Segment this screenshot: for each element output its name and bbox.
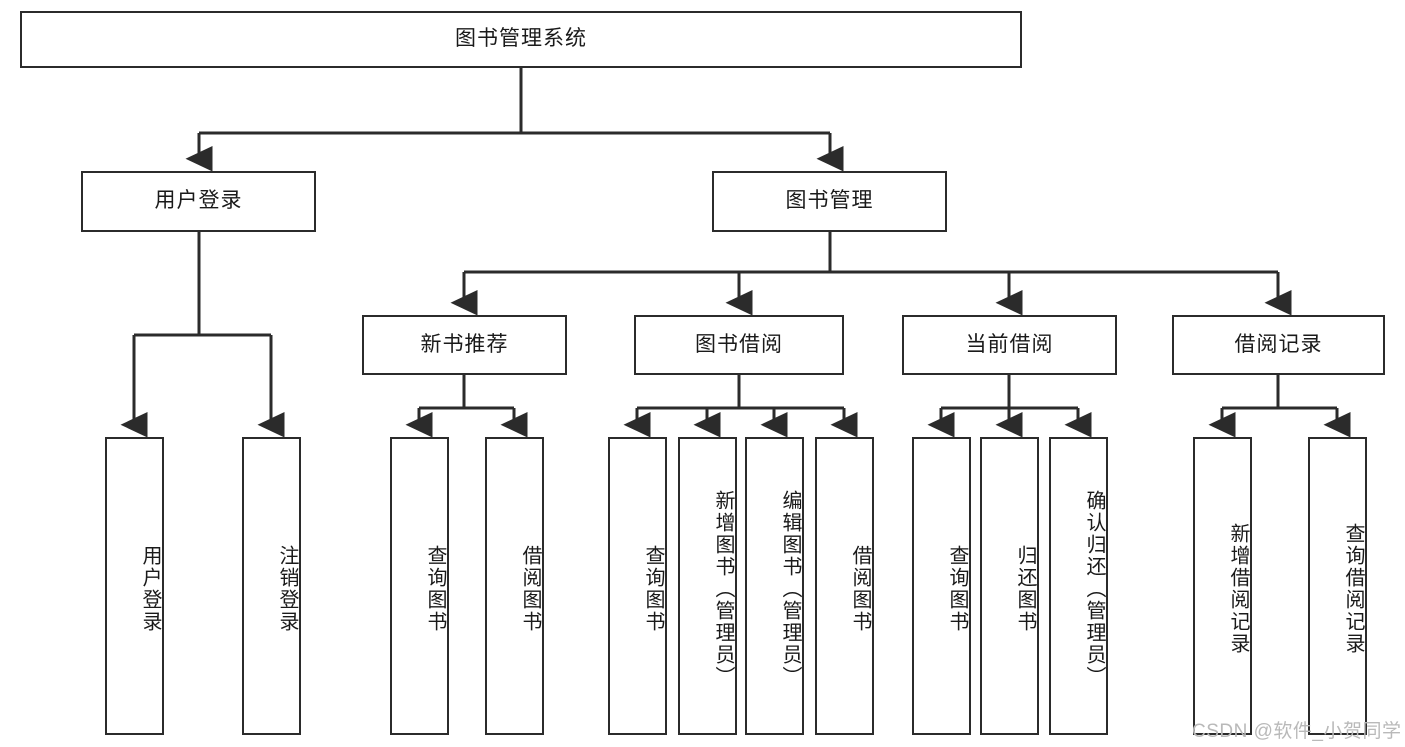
node-label: 查询借阅记录 (1342, 523, 1364, 655)
leaf-borrow-record-query[interactable]: 查询借阅记录 (1308, 437, 1367, 735)
leaf-book-borrow-borrow[interactable]: 借阅图书 (815, 437, 874, 735)
node-label: 查询图书 (946, 545, 968, 633)
node-user-login[interactable]: 用户登录 (81, 171, 316, 232)
node-label: 用户登录 (154, 189, 243, 213)
node-label: 查询图书 (424, 545, 446, 633)
leaf-book-borrow-edit[interactable]: 编辑图书（管理员） (745, 437, 804, 735)
node-label: 新增借阅记录 (1227, 523, 1249, 655)
node-label: 确认归还（管理员） (1083, 490, 1105, 688)
leaf-new-book-query[interactable]: 查询图书 (390, 437, 449, 735)
node-label: 图书管理 (785, 189, 874, 213)
node-label: 借阅图书 (849, 545, 871, 633)
node-label: 归还图书 (1014, 545, 1036, 633)
node-root-system[interactable]: 图书管理系统 (20, 11, 1022, 68)
leaf-user-login-login[interactable]: 用户登录 (105, 437, 164, 735)
node-label: 借阅记录 (1234, 332, 1323, 356)
node-book-management[interactable]: 图书管理 (712, 171, 947, 232)
leaf-current-borrow-confirm-return[interactable]: 确认归还（管理员） (1049, 437, 1108, 735)
node-label: 新增图书（管理员） (712, 490, 734, 688)
leaf-user-login-logout[interactable]: 注销登录 (242, 437, 301, 735)
node-label: 借阅图书 (519, 545, 541, 633)
node-label: 新书推荐 (420, 332, 509, 356)
leaf-borrow-record-add[interactable]: 新增借阅记录 (1193, 437, 1252, 735)
leaf-book-borrow-add[interactable]: 新增图书（管理员） (678, 437, 737, 735)
node-label: 编辑图书（管理员） (779, 490, 801, 688)
node-label: 图书管理系统 (455, 27, 587, 51)
leaf-current-borrow-query[interactable]: 查询图书 (912, 437, 971, 735)
node-label: 图书借阅 (695, 332, 783, 356)
csdn-watermark: CSDN @软件_小贺同学 (1192, 721, 1402, 742)
node-current-borrow[interactable]: 当前借阅 (902, 315, 1117, 375)
leaf-new-book-borrow[interactable]: 借阅图书 (485, 437, 544, 735)
node-label: 查询图书 (642, 545, 664, 633)
node-book-borrow[interactable]: 图书借阅 (634, 315, 844, 375)
node-label: 当前借阅 (965, 332, 1054, 356)
node-borrow-record[interactable]: 借阅记录 (1172, 315, 1385, 375)
node-new-book-recommend[interactable]: 新书推荐 (362, 315, 567, 375)
node-label: 注销登录 (276, 545, 298, 633)
leaf-book-borrow-query[interactable]: 查询图书 (608, 437, 667, 735)
leaf-current-borrow-return[interactable]: 归还图书 (980, 437, 1039, 735)
node-label: 用户登录 (139, 545, 161, 633)
